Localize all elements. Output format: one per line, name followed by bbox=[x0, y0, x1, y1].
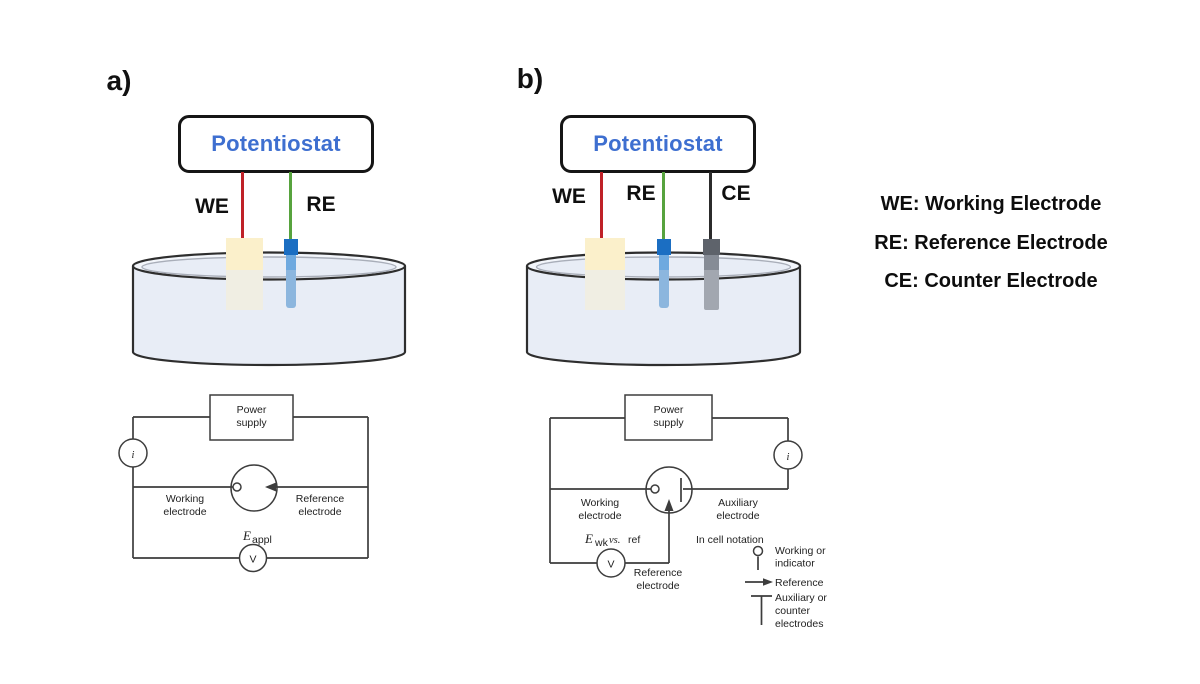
notation-auxiliary-icon bbox=[751, 595, 772, 625]
reference-electrode-a-cap bbox=[284, 239, 298, 255]
ce-label-b: CE bbox=[721, 182, 751, 205]
voltmeter-label: V bbox=[607, 559, 614, 571]
notation-working-label: Working or bbox=[775, 545, 826, 557]
working-electrode-label2: electrode bbox=[163, 506, 206, 518]
legend-ce: CE: Counter Electrode bbox=[884, 270, 1098, 293]
reference-electrode-a-rod bbox=[286, 255, 296, 270]
voltmeter bbox=[596, 548, 626, 578]
notation-auxiliary-label: Auxiliary or bbox=[775, 592, 827, 604]
reference-electrode-b-rod-submerged bbox=[659, 270, 669, 308]
notation-working-label2: indicator bbox=[775, 558, 815, 570]
cell-beaker-a bbox=[131, 251, 407, 367]
power-supply-label: Power bbox=[237, 404, 267, 416]
power-supply-label2: supply bbox=[653, 417, 684, 429]
working-electrode-label: Working bbox=[166, 493, 204, 505]
power-supply-box bbox=[624, 394, 713, 441]
water-surface bbox=[141, 256, 397, 278]
notation-reference-arrow-icon bbox=[763, 578, 773, 586]
e-wk-symbol: E bbox=[584, 531, 593, 546]
counter-wire-b bbox=[709, 172, 712, 239]
e-wk-subscript: wk bbox=[594, 537, 609, 549]
we-label-a: WE bbox=[195, 195, 229, 218]
potentiostat-box-b: Potentiostat bbox=[560, 115, 756, 173]
reference-electrode-b-rod bbox=[659, 255, 669, 270]
notation-working-icon bbox=[752, 545, 764, 557]
auxiliary-electrode-label: Auxiliary bbox=[718, 497, 758, 509]
e-vs-label: vs. bbox=[609, 535, 620, 546]
working-wire-b bbox=[600, 172, 603, 239]
re-label-b: RE bbox=[626, 182, 656, 205]
notation-reference-label: Reference bbox=[775, 577, 824, 589]
cell-notation-title: In cell notation bbox=[696, 534, 764, 546]
legend-we: WE: Working Electrode bbox=[880, 193, 1102, 215]
voltmeter-label: V bbox=[249, 554, 256, 566]
working-electrode-b-submerged bbox=[585, 270, 625, 310]
working-electrode-label2: electrode bbox=[578, 510, 621, 522]
working-electrode-a-submerged bbox=[226, 270, 263, 310]
reference-electrode-label: Reference bbox=[634, 567, 683, 579]
current-meter-label: i bbox=[132, 450, 135, 461]
beaker-body bbox=[131, 266, 407, 367]
circuit-diagram-a: Power supply i V Working electrode Refer… bbox=[118, 394, 369, 573]
re-label-a: RE bbox=[306, 193, 336, 216]
auxiliary-electrode-label2: electrode bbox=[716, 510, 759, 522]
reference-wire-a bbox=[289, 172, 292, 240]
potentiostat-box-a: Potentiostat bbox=[178, 115, 374, 173]
counter-electrode-b-cap bbox=[703, 239, 720, 255]
legend-re: RE: Reference Electrode bbox=[874, 231, 1108, 254]
e-ref-label: ref bbox=[628, 534, 640, 546]
current-meter bbox=[118, 438, 148, 468]
circuit-diagram-b: Power supply i V Working electrode Auxil… bbox=[549, 394, 827, 630]
working-electrode-a bbox=[226, 238, 263, 270]
working-electrode-b bbox=[585, 238, 625, 270]
reference-electrode-a-rod-submerged bbox=[286, 270, 296, 308]
notation-auxiliary-label3: electrodes bbox=[775, 618, 823, 630]
counter-electrode-b-rod-submerged bbox=[704, 270, 719, 310]
we-label-b: WE bbox=[552, 185, 586, 208]
working-electrode-label: Working bbox=[581, 497, 619, 509]
reference-electrode-label2: electrode bbox=[636, 580, 679, 592]
reference-arrow-icon bbox=[664, 499, 674, 511]
potentiostat-title-b: Potentiostat bbox=[593, 131, 723, 156]
working-contact-icon bbox=[650, 484, 660, 494]
e-appl-symbol: E bbox=[242, 528, 251, 543]
electrode-legend: WE: Working Electrode RE: Reference Elec… bbox=[836, 185, 1146, 301]
e-appl-subscript: appl bbox=[252, 534, 272, 546]
cell-circle bbox=[230, 464, 278, 512]
panel-b-label: b) bbox=[516, 63, 544, 94]
current-meter bbox=[773, 440, 803, 470]
power-supply-box bbox=[209, 394, 294, 441]
voltmeter bbox=[238, 543, 268, 573]
reference-electrode-b-cap bbox=[657, 239, 671, 255]
working-wire-a bbox=[241, 172, 244, 239]
reference-electrode-label: Reference bbox=[296, 493, 345, 505]
power-supply-label: Power bbox=[654, 404, 684, 416]
reference-wire-b bbox=[662, 172, 665, 240]
reference-electrode-label2: electrode bbox=[298, 506, 341, 518]
working-contact-icon bbox=[232, 482, 242, 492]
panel-a-label: a) bbox=[106, 65, 132, 96]
counter-electrode-b-rod bbox=[704, 255, 719, 270]
potentiostat-title-a: Potentiostat bbox=[211, 131, 341, 156]
power-supply-label2: supply bbox=[236, 417, 267, 429]
current-meter-label: i bbox=[787, 452, 790, 463]
notation-auxiliary-label2: counter bbox=[775, 605, 811, 617]
reference-arrow-icon bbox=[265, 482, 276, 492]
